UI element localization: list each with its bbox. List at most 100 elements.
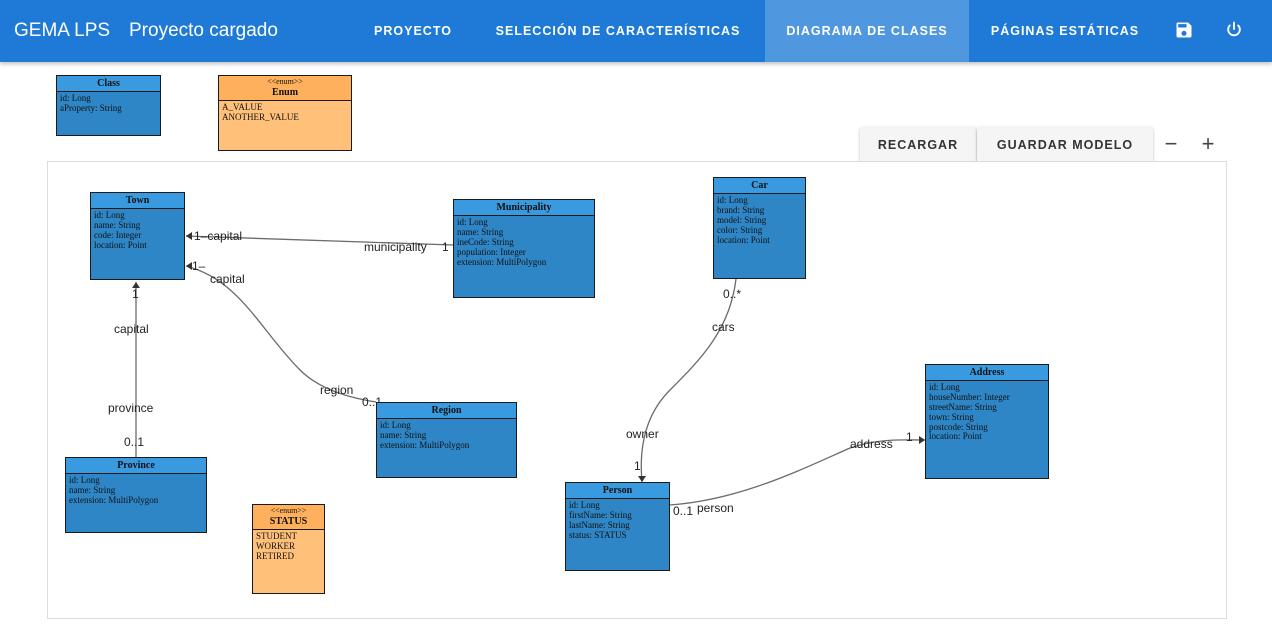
tab-proyecto[interactable]: PROYECTO — [374, 24, 452, 38]
enum-value: WORKER — [256, 540, 295, 551]
class-attribute: id: Long — [69, 475, 100, 485]
class-province[interactable]: Province id: Long name: String extension… — [65, 457, 207, 533]
class-car[interactable]: Car id: Long brand: String model: String… — [713, 177, 806, 279]
class-attribute: lastName: String — [569, 519, 630, 530]
class-town[interactable]: Town id: Long name: String code: Integer… — [90, 192, 185, 280]
link-label: person — [697, 501, 734, 515]
enum-value: STUDENT — [256, 530, 297, 541]
legend-enum-box: <<enum>> Enum A_VALUE ANOTHER_VALUE — [218, 75, 352, 151]
reload-button[interactable]: RECARGAR — [860, 127, 976, 163]
link-label: province — [108, 401, 154, 415]
link-label: cars — [712, 320, 735, 334]
class-region[interactable]: Region id: Long name: String extension: … — [376, 402, 517, 478]
link-label: 0..1 — [124, 435, 144, 449]
enum-value: RETIRED — [256, 550, 294, 561]
class-attribute: location: Point — [929, 431, 982, 442]
arrow-icon — [186, 232, 192, 240]
class-attribute: town: String — [929, 411, 974, 422]
link-label: 1 — [442, 240, 449, 254]
save-button[interactable] — [1169, 15, 1199, 45]
class-attribute: extension: MultiPolygon — [69, 494, 159, 505]
logout-button[interactable] — [1219, 15, 1249, 45]
enum-name: STATUS — [269, 515, 308, 527]
zoom-out-button[interactable]: − — [1164, 131, 1178, 156]
class-attribute: status: STATUS — [569, 529, 627, 540]
class-attribute: firstName: String — [569, 509, 632, 520]
class-attribute: name: String — [94, 219, 141, 230]
class-attribute: brand: String — [717, 204, 765, 215]
link-label: capital — [210, 272, 245, 286]
class-name: Region — [377, 403, 516, 419]
link-label: 1 — [906, 430, 913, 444]
link-label: 0..* — [723, 287, 741, 301]
class-attribute: id: Long — [929, 382, 960, 392]
class-attribute: extension: MultiPolygon — [380, 439, 470, 450]
class-attribute: id: Long — [717, 195, 748, 205]
link-label: 0..1 — [673, 504, 693, 518]
class-attribute: code: Integer — [94, 229, 142, 240]
class-address[interactable]: Address id: Long houseNumber: Integer st… — [925, 364, 1049, 479]
class-attribute: streetName: String — [929, 401, 997, 412]
tab-diagrama-clases[interactable]: DIAGRAMA DE CLASES — [765, 0, 969, 62]
class-attribute: model: String — [717, 214, 767, 225]
class-name: Town — [91, 193, 184, 209]
class-attribute: postcode: String — [929, 421, 988, 432]
legend-enum-stereotype: <<enum>> — [267, 77, 303, 86]
legend-class-box: Class id: Long aProperty: String — [56, 75, 161, 136]
legend-enum-value: ANOTHER_VALUE — [222, 111, 299, 122]
link-label: 1–capital — [194, 229, 242, 243]
class-attribute: id: Long — [94, 210, 125, 220]
link-label: municipality — [364, 240, 427, 254]
save-icon — [1176, 22, 1192, 38]
link-town-municipality — [185, 235, 454, 246]
class-attribute: color: String — [717, 224, 763, 235]
legend-enum-name: Enum — [271, 86, 299, 98]
project-status: Proyecto cargado — [129, 20, 278, 41]
class-attribute: id: Long — [457, 217, 488, 227]
class-attribute: ineCode: String — [457, 236, 514, 247]
link-town-region — [185, 265, 377, 403]
class-name: Person — [566, 483, 669, 499]
class-name: Address — [926, 365, 1048, 381]
class-attribute: name: String — [69, 484, 116, 495]
class-attribute: location: Point — [94, 239, 147, 250]
app-bar: GEMA LPS Proyecto cargado PROYECTO SELEC… — [0, 0, 1272, 62]
arrow-icon — [186, 262, 192, 270]
tab-seleccion-caracteristicas[interactable]: SELECCIÓN DE CARACTERÍSTICAS — [495, 24, 741, 38]
class-attribute: population: Integer — [457, 246, 526, 257]
link-person-address — [669, 439, 926, 506]
arrow-icon — [919, 436, 925, 444]
legend-enum-value: A_VALUE — [222, 101, 263, 112]
arrow-icon — [132, 282, 140, 288]
legend-class-attr: aProperty: String — [60, 102, 122, 113]
power-icon — [1227, 21, 1241, 37]
class-attribute: id: Long — [569, 500, 600, 510]
class-attribute: houseNumber: Integer — [929, 391, 1010, 402]
class-person[interactable]: Person id: Long firstName: String lastNa… — [565, 482, 670, 571]
class-attribute: extension: MultiPolygon — [457, 256, 547, 267]
link-label: 1– — [192, 259, 206, 273]
save-model-button[interactable]: GUARDAR MODELO — [977, 127, 1153, 163]
class-name: Province — [66, 458, 206, 474]
legend-class-name: Class — [57, 76, 160, 92]
enum-stereotype: <<enum>> — [270, 506, 307, 515]
link-label: region — [320, 383, 353, 397]
app-brand: GEMA LPS — [14, 20, 111, 41]
class-attribute: name: String — [380, 429, 427, 440]
zoom-in-button[interactable]: + — [1201, 131, 1215, 156]
link-label: 1 — [132, 287, 139, 301]
class-name: Municipality — [454, 200, 594, 216]
arrow-icon — [638, 476, 646, 482]
legend-class-attr: id: Long — [60, 93, 91, 103]
link-label: 1 — [634, 459, 641, 473]
class-name: Car — [714, 178, 805, 194]
link-car-person — [640, 278, 737, 483]
tab-paginas-estaticas[interactable]: PÁGINAS ESTÁTICAS — [990, 24, 1140, 38]
class-attribute: location: Point — [717, 234, 770, 245]
link-label: address — [850, 437, 893, 451]
class-attribute: name: String — [457, 226, 504, 237]
class-municipality[interactable]: Municipality id: Long name: String ineCo… — [453, 199, 595, 298]
enum-status[interactable]: <<enum>> STATUS STUDENT WORKER RETIRED — [252, 504, 325, 594]
class-attribute: id: Long — [380, 420, 411, 430]
